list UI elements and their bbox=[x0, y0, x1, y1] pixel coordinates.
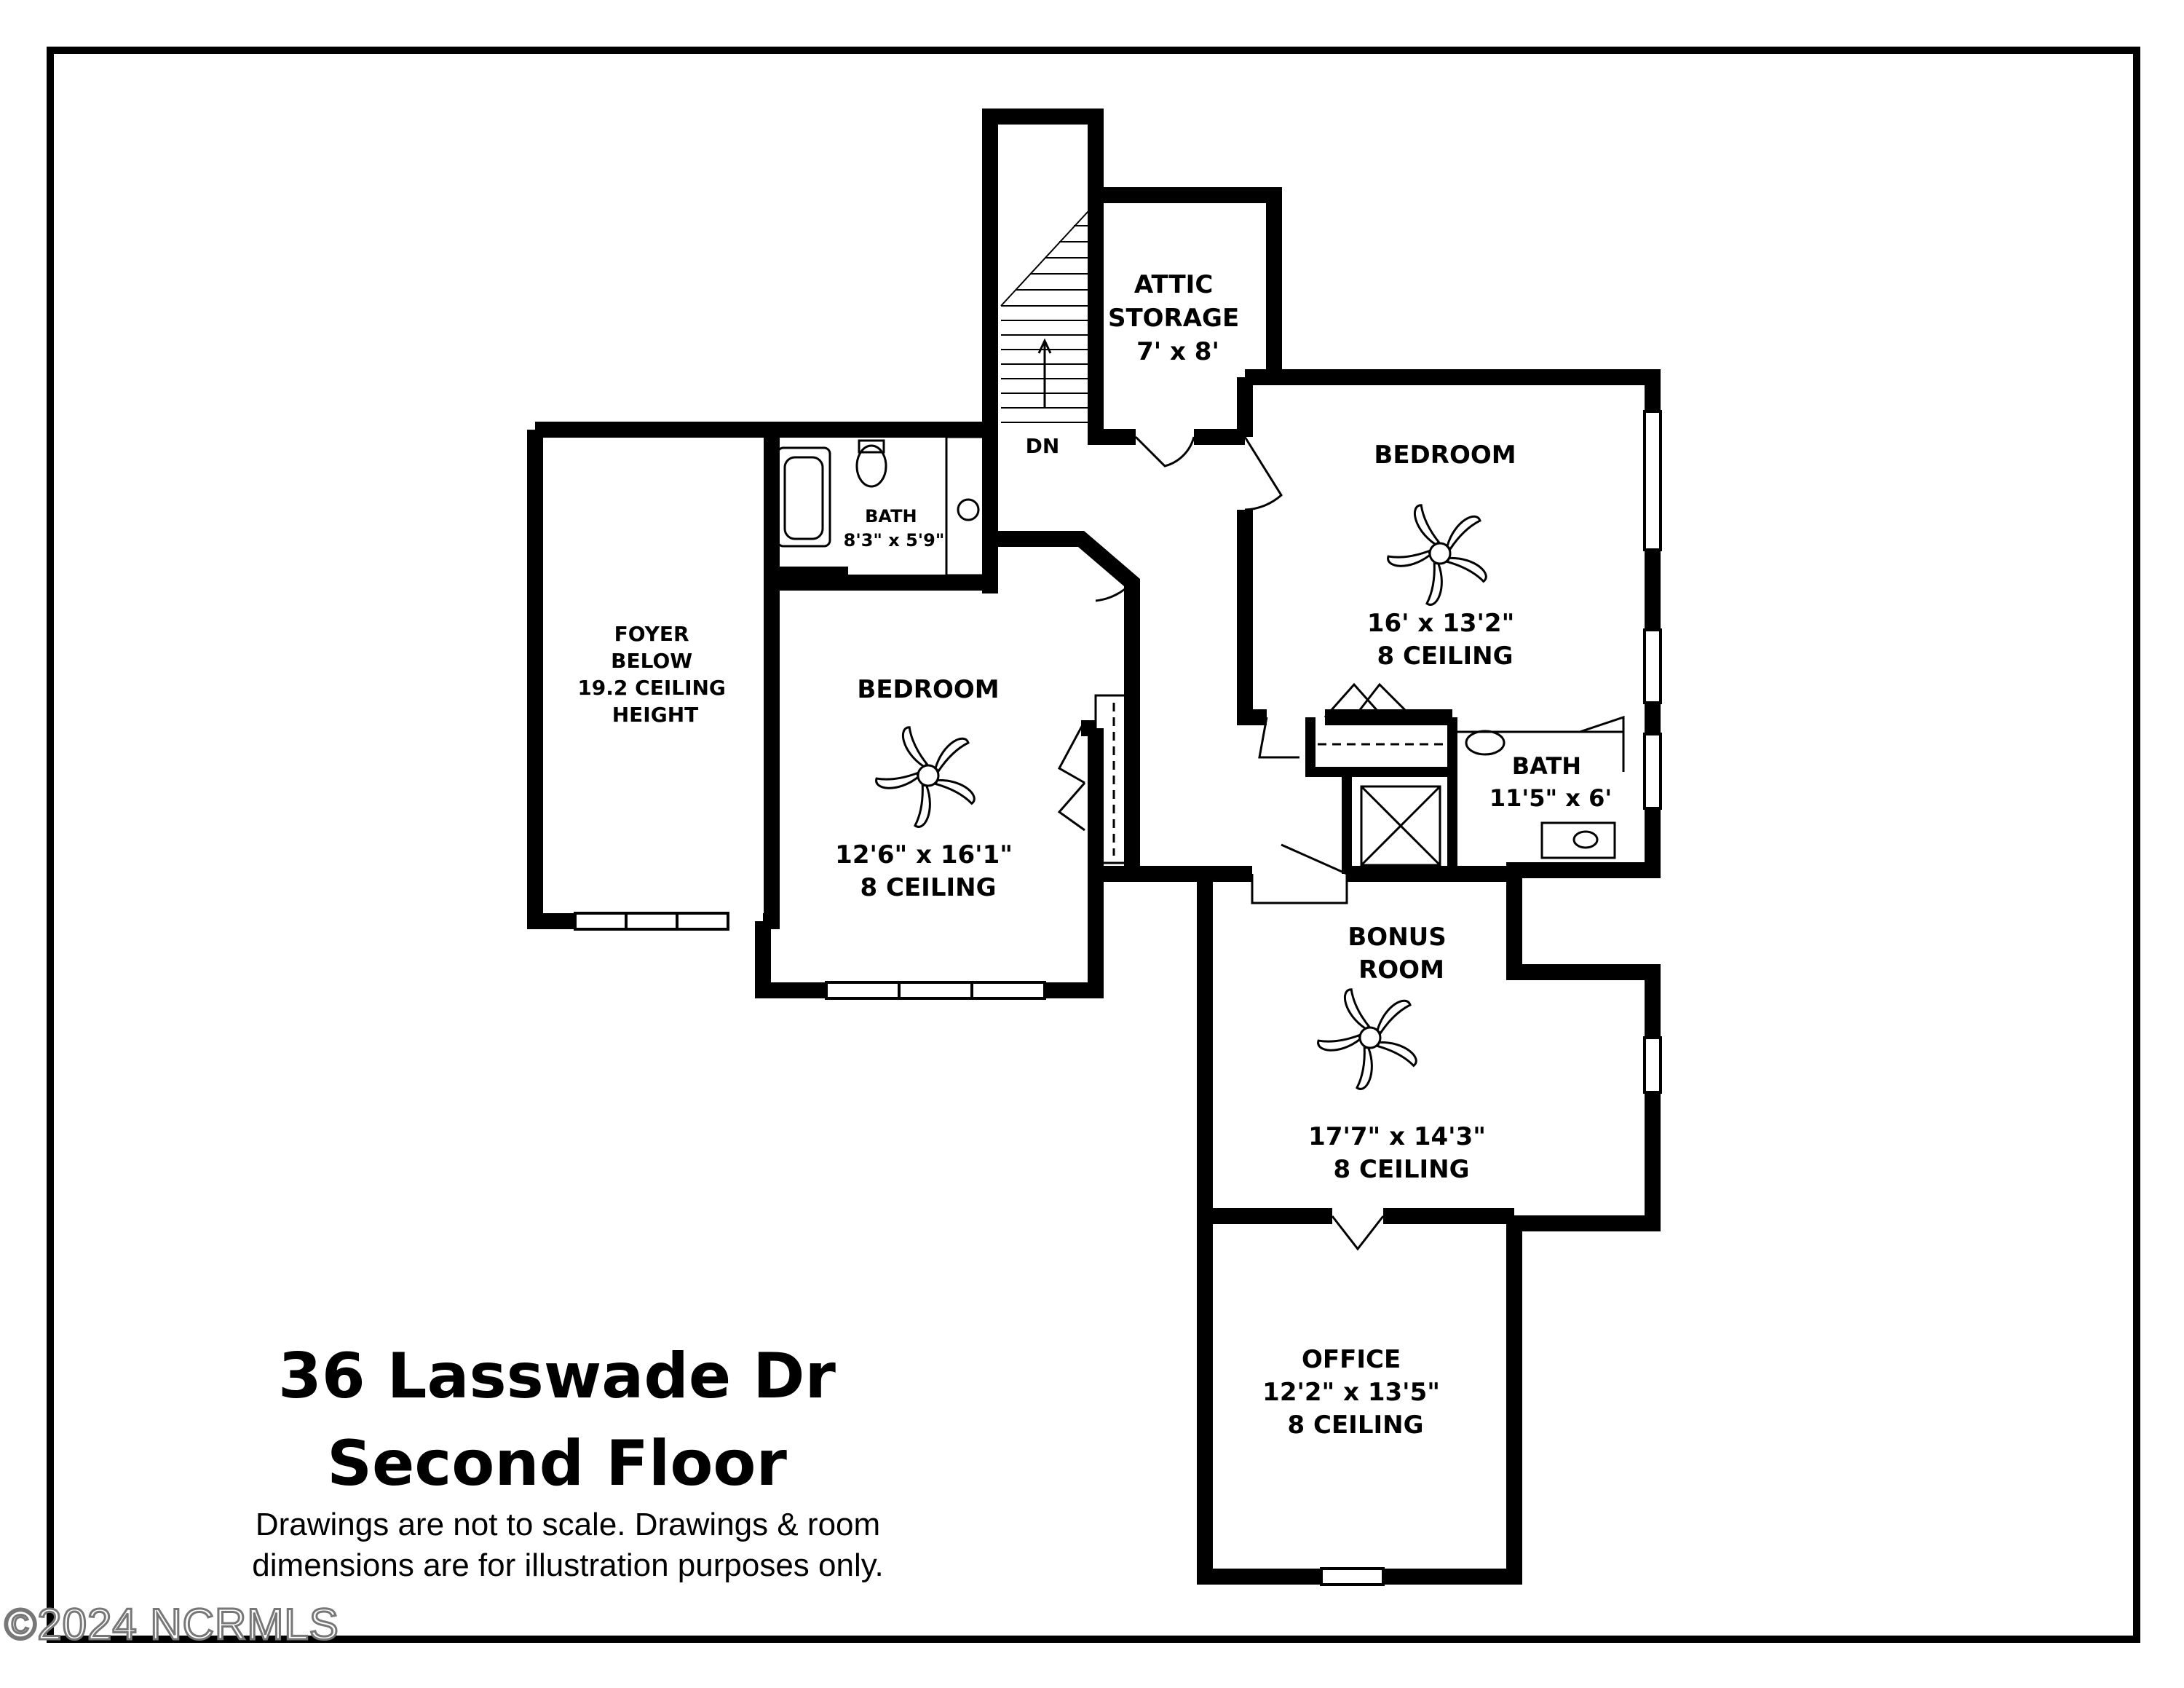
fixtures bbox=[776, 435, 1616, 867]
ceiling-fan-icon bbox=[873, 725, 977, 830]
room-dims-bedroom-w: 12'6" x 16'1" 8 CEILING bbox=[835, 840, 1021, 902]
copyright-watermark: ©2024 NCRMLS bbox=[4, 1599, 340, 1650]
page-border bbox=[47, 47, 2140, 1643]
room-label-bath-e: BATH 11'5" x 6' bbox=[1489, 752, 1612, 812]
room-label-foyer: FOYER BELOW 19.2 CEILING HEIGHT bbox=[577, 622, 732, 727]
disclaimer-line-1: Drawings are not to scale. Drawings & ro… bbox=[255, 1507, 881, 1542]
stairs bbox=[1000, 210, 1089, 423]
disclaimer-line-2: dimensions are for illustration purposes… bbox=[252, 1547, 884, 1583]
room-label-bedroom-ne: BEDROOM bbox=[1374, 441, 1516, 470]
room-label-bedroom-w: BEDROOM bbox=[857, 675, 999, 704]
room-label-bath-w: BATH 8'3" x 5'9" bbox=[844, 506, 945, 551]
room-dims-bedroom-ne: 16' x 13'2" 8 CEILING bbox=[1367, 609, 1523, 671]
ceiling-fan-icon bbox=[1315, 987, 1419, 1092]
room-label-bonus: BONUS ROOM bbox=[1348, 923, 1455, 985]
room-dims-bonus: 17'7" x 14'3" 8 CEILING bbox=[1308, 1122, 1495, 1184]
floor-title: Second Floor bbox=[327, 1427, 787, 1500]
stair-label: DN bbox=[1026, 434, 1060, 458]
windows bbox=[574, 410, 1662, 1586]
room-label-office: OFFICE 12'2" x 13'5" 8 CEILING bbox=[1262, 1345, 1449, 1440]
room-label-attic: ATTIC STORAGE 7' x 8' bbox=[1108, 270, 1248, 366]
address-title: 36 Lasswade Dr bbox=[278, 1340, 836, 1413]
ceiling-fan-icon bbox=[1385, 502, 1489, 608]
doors bbox=[843, 435, 1625, 1251]
